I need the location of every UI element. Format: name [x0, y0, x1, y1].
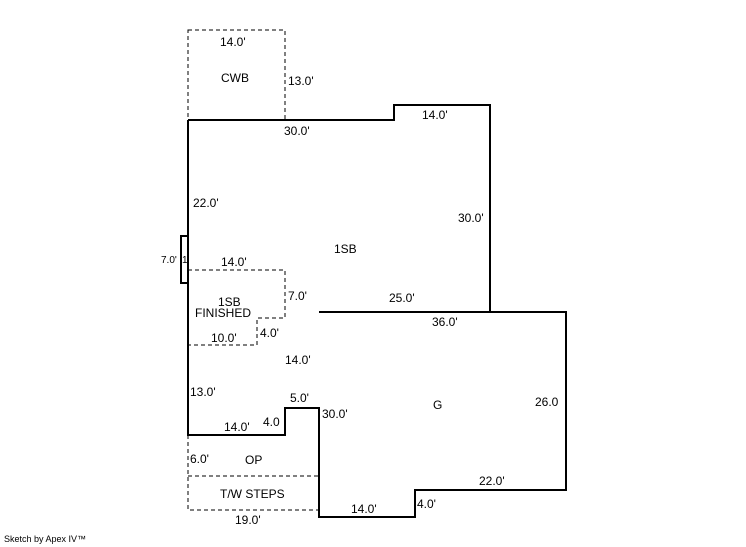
- area-label-main: 1SB: [334, 242, 357, 256]
- area-label-porch: OP: [245, 453, 262, 467]
- dim-label: 7.0': [161, 255, 177, 266]
- area-label-finished-2: FINISHED: [195, 306, 251, 320]
- dim-label: 26.0: [535, 395, 559, 409]
- dim-label: 36.0': [432, 315, 458, 329]
- dim-label: 14.0': [422, 108, 448, 122]
- dim-label: 13.0': [190, 385, 216, 399]
- finished-area-outline: [188, 269, 286, 346]
- dim-label: 30.0': [284, 124, 310, 138]
- dim-label: 30.0': [322, 407, 348, 421]
- area-label-finished-1: 1SB: [218, 295, 241, 309]
- dim-label: 5.0': [290, 391, 309, 405]
- bump-out-outline: [180, 235, 188, 284]
- dim-label: 25.0': [389, 291, 415, 305]
- cwb-outline: [187, 29, 286, 121]
- dim-label: 22.0': [193, 196, 219, 210]
- dim-label: 14.0': [351, 502, 377, 516]
- dim-label: 13.0': [288, 74, 314, 88]
- area-label-garage: G: [433, 398, 442, 412]
- dim-label: 4.0': [417, 497, 436, 511]
- dim-label: 30.0': [458, 211, 484, 225]
- dim-label: 14.0': [224, 420, 250, 434]
- dim-label: 14.0': [220, 35, 246, 49]
- dim-label: 10.0': [211, 331, 237, 345]
- dim-label: 14.0': [221, 255, 247, 269]
- porch-steps-outline: [187, 435, 319, 511]
- sketch-credit: Sketch by Apex IV™: [4, 534, 87, 544]
- dim-label: 7.0': [288, 289, 307, 303]
- dim-label: 4.0: [263, 415, 280, 429]
- area-label-steps: T/W STEPS: [220, 487, 285, 501]
- dim-label: 19.0': [235, 513, 261, 527]
- dim-label: 4.0': [260, 326, 279, 340]
- garage-outline: [187, 120, 567, 518]
- dim-label: 1: [182, 255, 188, 266]
- dim-label: 6.0': [190, 452, 209, 466]
- main-house-outline: [188, 104, 491, 312]
- dim-label: 22.0': [479, 474, 505, 488]
- area-label-cwb: CWB: [221, 71, 249, 85]
- dim-label: 14.0': [285, 353, 311, 367]
